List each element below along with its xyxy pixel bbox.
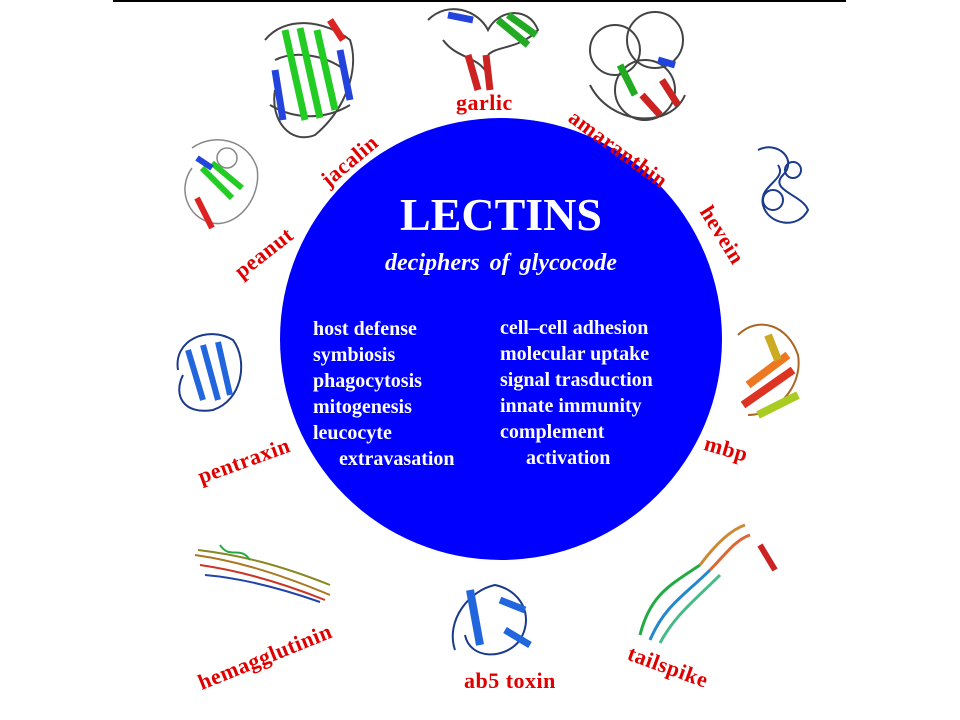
top-border-line — [113, 0, 846, 2]
lectins-circle: LECTINS deciphers of glycocode host defe… — [280, 118, 722, 560]
label-pentraxin: pentraxin — [194, 432, 294, 489]
function-item: host defense — [313, 318, 417, 340]
label-garlic: garlic — [456, 90, 513, 115]
diagram-title: LECTINS — [400, 189, 602, 240]
jacalin-structure-image — [264, 18, 355, 139]
hemagglutinin-structure-image — [194, 544, 331, 603]
label-mbp: mbp — [701, 430, 752, 467]
function-item: activation — [526, 447, 611, 469]
garlic-structure-image — [427, 8, 540, 91]
functions-list-left: host defense symbiosis phagocytosis mito… — [313, 316, 455, 472]
function-item: innate immunity — [500, 395, 642, 417]
function-item: symbiosis — [313, 344, 396, 366]
hevein-structure-image — [757, 146, 810, 224]
function-item: complement — [500, 421, 605, 443]
function-item: leucocyte — [313, 422, 392, 444]
function-item: molecular uptake — [500, 343, 650, 365]
diagram-subtitle: deciphers of glycocode — [385, 250, 617, 276]
mbp-structure-image — [737, 323, 800, 419]
function-item: extravasation — [339, 448, 455, 470]
peanut-structure-image — [184, 139, 259, 230]
label-ab5-toxin: ab5 toxin — [464, 668, 556, 693]
functions-list-right: cell–cell adhesion molecular uptake sign… — [500, 315, 653, 471]
function-item: phagocytosis — [313, 370, 422, 392]
function-item: cell–cell adhesion — [500, 317, 649, 339]
label-hemagglutinin: hemagglutinin — [194, 618, 336, 695]
function-item: mitogenesis — [313, 396, 412, 418]
tailspike-structure-image — [638, 523, 778, 644]
function-item: signal trasduction — [500, 369, 653, 391]
ab5-toxin-structure-image — [451, 583, 532, 656]
pentraxin-structure-image — [176, 333, 243, 412]
amaranthin-structure-image — [589, 11, 686, 121]
